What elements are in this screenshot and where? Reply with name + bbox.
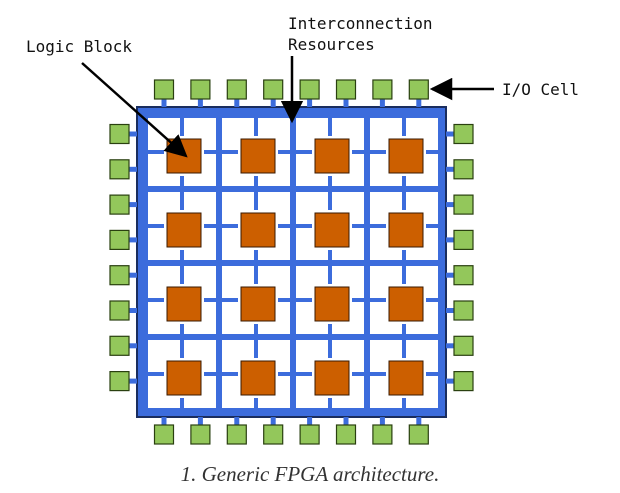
io-cell: [408, 79, 429, 100]
io-connection-stub: [446, 166, 454, 172]
io-cell: [190, 424, 211, 445]
logic-block: [388, 212, 424, 248]
logic-block: [240, 212, 276, 248]
io-cell: [109, 371, 130, 392]
io-cell: [109, 300, 130, 321]
io-connection-stub: [234, 417, 240, 425]
logic-block: [388, 286, 424, 322]
io-cell: [453, 265, 474, 286]
logic-block: [314, 286, 350, 322]
logic-block: [240, 286, 276, 322]
io-connection-stub: [379, 99, 385, 107]
logic-block: [166, 360, 202, 396]
io-cell-label: I/O Cell: [502, 80, 579, 99]
interconnection-label-line1: Interconnection: [288, 14, 433, 33]
io-connection-stub: [416, 99, 422, 107]
figure-caption: 1. Generic FPGA architecture.: [181, 462, 440, 486]
io-cell: [453, 300, 474, 321]
logic-block: [240, 138, 276, 174]
io-cell: [226, 79, 247, 100]
io-connection-stub: [446, 202, 454, 208]
io-cell: [226, 424, 247, 445]
io-cell: [299, 79, 320, 100]
io-cell: [335, 79, 357, 100]
io-cell: [190, 79, 211, 100]
io-cell: [453, 335, 474, 356]
io-cell: [153, 79, 175, 100]
io-cell: [109, 229, 130, 250]
logic-block: [166, 212, 202, 248]
io-connection-stub: [129, 343, 137, 349]
logic-block-label: Logic Block: [26, 37, 132, 56]
io-connection-stub: [129, 378, 137, 384]
io-connection-stub: [307, 417, 313, 425]
io-connection-stub: [161, 417, 167, 425]
io-cell: [263, 424, 284, 445]
logic-block: [166, 286, 202, 322]
io-connection-stub: [307, 99, 313, 107]
io-cell: [453, 371, 474, 392]
io-connection-stub: [416, 417, 422, 425]
io-cell: [109, 194, 130, 215]
io-connection-stub: [343, 99, 349, 107]
io-cell: [263, 79, 284, 100]
io-connection-stub: [197, 99, 203, 107]
io-cell: [335, 424, 357, 445]
io-cell: [408, 424, 429, 445]
io-connection-stub: [129, 202, 137, 208]
io-cell: [109, 335, 130, 356]
io-connection-stub: [197, 417, 203, 425]
io-connection-stub: [234, 99, 240, 107]
io-connection-stub: [446, 308, 454, 313]
io-connection-stub: [446, 343, 454, 349]
io-connection-stub: [129, 272, 137, 278]
logic-block: [314, 138, 350, 174]
io-connection-stub: [129, 131, 137, 137]
io-connection-stub: [129, 166, 137, 172]
io-connection-stub: [161, 99, 167, 107]
io-connection-stub: [129, 237, 137, 243]
io-cell: [299, 424, 320, 445]
io-connection-stub: [446, 237, 454, 243]
io-cell: [372, 79, 393, 100]
io-cell: [453, 229, 474, 250]
io-cell: [372, 424, 393, 445]
logic-block: [388, 138, 424, 174]
io-cell: [109, 159, 130, 180]
io-cell: [153, 424, 175, 445]
logic-block: [314, 360, 350, 396]
io-cell: [109, 123, 130, 145]
logic-block-pointer-arrow: [81, 62, 188, 158]
io-connection-stub: [379, 417, 385, 425]
io-connection-stub: [270, 99, 276, 107]
io-cell: [453, 159, 474, 180]
io-connection-stub: [446, 272, 454, 278]
io-cell: [453, 123, 474, 145]
logic-block: [240, 360, 276, 396]
io-cells-layer: [109, 79, 474, 445]
io-connection-stub: [343, 417, 349, 425]
io-connection-stub: [446, 131, 454, 137]
io-connection-stub: [270, 417, 276, 425]
logic-block: [314, 212, 350, 248]
io-connection-stub: [129, 308, 137, 313]
io-cell: [453, 194, 474, 215]
interconnection-label-line2: Resources: [288, 35, 375, 54]
io-connection-stub: [446, 378, 454, 384]
logic-block: [388, 360, 424, 396]
io-cell: [109, 265, 130, 286]
